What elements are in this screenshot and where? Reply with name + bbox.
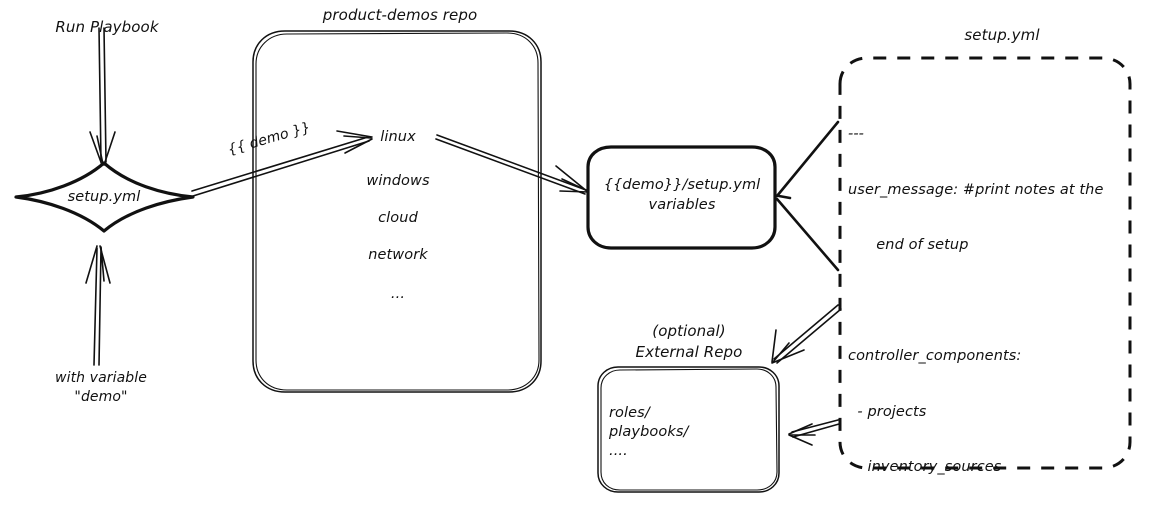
arrow-linux-to-variables xyxy=(435,134,589,195)
product-demos-repo-caption: product-demos repo xyxy=(322,6,478,24)
repo-item-cloud: cloud xyxy=(378,210,418,226)
arrow-run-playbook xyxy=(89,27,116,166)
external-repo-caption-line2: External Repo xyxy=(635,343,743,361)
external-repo-item-ellipsis: .... xyxy=(609,443,628,459)
arrow-with-variable xyxy=(85,245,111,366)
code-line-3 xyxy=(848,292,1103,311)
repo-item-linux: linux xyxy=(380,129,416,145)
connector-setup-to-variables xyxy=(775,120,840,272)
external-repo-item-playbooks: playbooks/ xyxy=(609,424,689,440)
run-playbook-label: Run Playbook xyxy=(55,18,159,36)
repo-item-windows: windows xyxy=(366,173,430,189)
arrow-job-templates-to-external-repo xyxy=(788,419,840,446)
code-line-6: - inventory_sources xyxy=(848,459,1002,475)
with-variable-label-line1: with variable xyxy=(55,370,147,386)
code-line-5: - projects xyxy=(848,403,927,420)
edge-label-demo-variable: {{ demo }} xyxy=(226,119,313,159)
repo-item-network: network xyxy=(368,247,428,263)
code-line-0: --- xyxy=(848,126,864,142)
setup-yml-file-content: --- user_message: #print notes at the en… xyxy=(848,88,1103,505)
external-repo-item-roles: roles/ xyxy=(609,405,650,421)
code-line-2: end of setup xyxy=(848,237,969,253)
setup-yml-node-label: setup.yml xyxy=(67,189,141,205)
with-variable-label-line2: "demo" xyxy=(74,389,128,405)
code-line-1: user_message: #print notes at the xyxy=(848,181,1104,198)
variables-box-line2: variables xyxy=(648,197,716,213)
variables-box-line1: {{demo}}/setup.yml xyxy=(603,177,761,193)
setup-yml-file-caption: setup.yml xyxy=(964,26,1040,44)
code-line-4: controller_components: xyxy=(848,348,1022,364)
repo-item-ellipsis: ... xyxy=(390,286,406,302)
arrow-projects-to-external-repo xyxy=(771,304,842,364)
external-repo-caption-line1: (optional) xyxy=(652,322,726,340)
